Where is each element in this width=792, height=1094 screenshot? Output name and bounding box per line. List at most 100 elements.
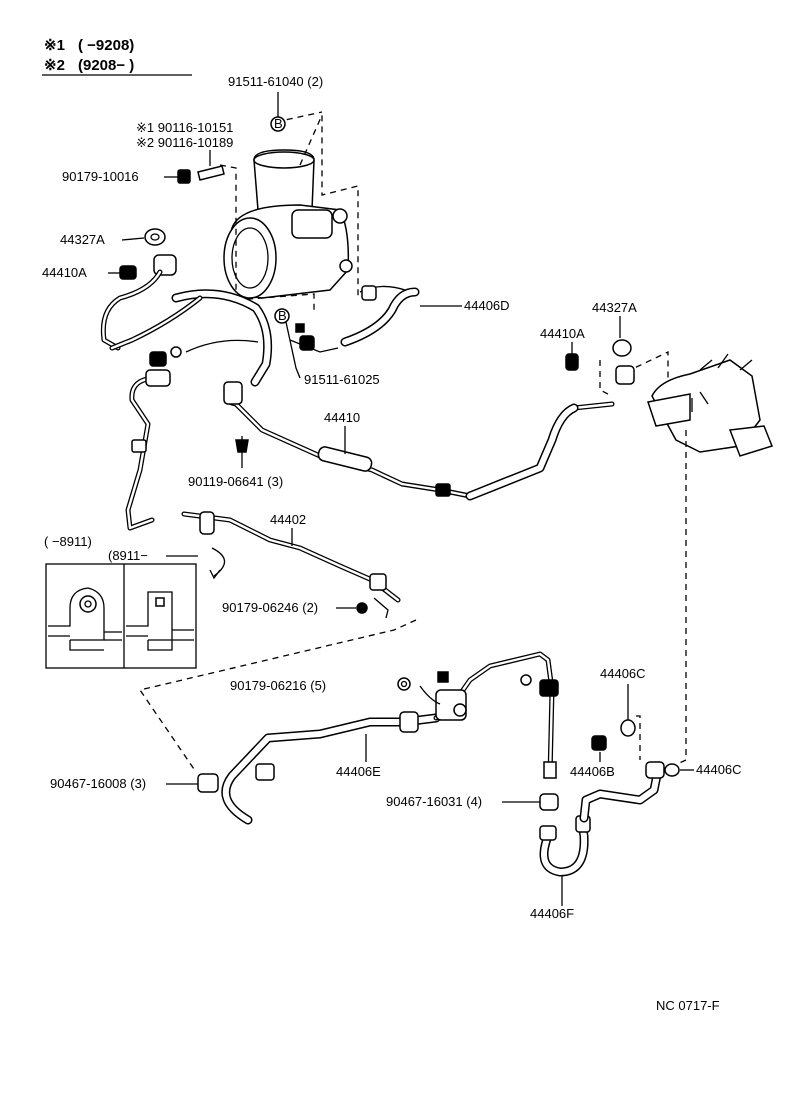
label-44406c-right: 44406C (696, 762, 742, 777)
pressure-tube-44410: 44410 (223, 381, 615, 501)
inset-range-right: (8911− (108, 548, 148, 563)
gear-boot (728, 425, 773, 457)
label-90467-16008: 90467-16008 (3) (50, 776, 146, 791)
tube-to-44406c-inner (581, 767, 661, 821)
tube-44406e-grommet (399, 711, 419, 733)
tube-to-clamp-inner (110, 296, 202, 350)
label-44406d: 44406D (464, 298, 510, 313)
hose-44406d-inner (342, 289, 418, 345)
legend-mark-1: ※1 (44, 37, 65, 54)
joint-nut (295, 323, 305, 333)
bolt-leader-dash (275, 111, 323, 123)
tube-end-44406e (543, 761, 557, 779)
legend-range-2: (9208− ) (78, 57, 134, 74)
fitting-44406b-part (591, 735, 607, 751)
clip-44406c-top (620, 719, 636, 737)
label-90467-16031: 90467-16031 (4) (386, 794, 482, 809)
upper-clamp-nut (520, 674, 532, 686)
pump-pressure-tube-inner (102, 270, 162, 350)
bolt-91511-61040: B 91511-61040 (2) (228, 74, 323, 132)
steering-gear (647, 353, 773, 771)
bolt-b-letter-2: B (278, 308, 287, 323)
return-tube-left (125, 369, 171, 531)
label-44406f: 44406F (530, 906, 574, 921)
clamp-90467-16031 (539, 793, 559, 811)
inset-left-tube (104, 631, 122, 641)
washer-hole (150, 233, 160, 241)
power-steering-pump (219, 111, 359, 310)
legend-range-1: ( −9208) (78, 37, 134, 54)
label-44410: 44410 (324, 410, 360, 425)
bolt-90119-head (235, 439, 249, 453)
cooler-tube-44406e: 44406E (221, 651, 559, 825)
leader-44327a-left (121, 237, 145, 241)
fitting-44406b: 44406B (570, 735, 615, 779)
bolt-91511-61025: B 91511-61025 (274, 308, 380, 387)
tube-44402-clamp (199, 511, 215, 535)
clamp-detail-inset: ( −8911) (8911− (44, 534, 198, 669)
legend-mark-2: ※2 (44, 57, 65, 74)
inset-left-clamp (48, 587, 105, 641)
applicability-legend: ※1 ( −9208) ※2 (9208− ) (42, 37, 192, 76)
right-fitting-dash (599, 350, 669, 397)
label-90116-10189: ※2 90116-10189 (136, 135, 233, 150)
gear-valve-body (647, 393, 691, 427)
label-91511-61040: 91511-61040 (2) (228, 74, 323, 89)
left-tube-union (145, 369, 171, 387)
tube-44402: 44402 (181, 511, 401, 603)
nut-90179-06216 (397, 677, 411, 691)
tube-44406e-clamp (255, 763, 275, 781)
label-44327a-right: 44327A (592, 300, 637, 315)
tube-clip-bolt (170, 346, 182, 358)
label-44406b: 44406B (570, 764, 615, 779)
inset-right-clamp (126, 591, 173, 641)
label-44406c-top: 44406C (600, 666, 646, 681)
upper-clamp (539, 679, 559, 697)
inset-link-dash (138, 619, 417, 773)
label-90179-10016: 90179-10016 (62, 169, 139, 184)
inset-range-left: ( −8911) (44, 534, 92, 549)
tube-44410-fitting (223, 381, 243, 405)
washer-44327a-left (144, 228, 166, 246)
label-44410a-left: 44410A (42, 265, 87, 280)
inset-left-base (69, 640, 104, 651)
label-44327a-left: 44327A (60, 232, 105, 247)
pump-mount-ear (332, 208, 348, 224)
tube-44402-end (373, 597, 389, 619)
union-bolt-44410a-right (565, 353, 579, 371)
tube-44410-clamp (435, 483, 451, 497)
pressure-hose-inner (173, 290, 271, 385)
clip-44406c-right (664, 763, 680, 777)
label-44410a-right: 44410A (540, 326, 585, 341)
clamp-90467-16008 (197, 773, 219, 793)
nut-90179-06246 (356, 602, 368, 614)
hose-44406f-inner (541, 821, 588, 875)
left-return-tube-inner (126, 376, 160, 530)
right-fitting (615, 365, 635, 385)
rotation-arrow-head (209, 569, 221, 580)
tube-to-clamp (109, 295, 203, 351)
inset-right-hole (155, 597, 165, 607)
gear-to-44406c-dash (663, 430, 687, 771)
nut-90179-10016 (177, 169, 191, 184)
inset-frame (45, 563, 197, 669)
label-44406e: 44406E (336, 764, 381, 779)
stud-bolt (197, 150, 225, 181)
inset-right-tube (147, 629, 194, 651)
clamp-44406d (361, 285, 377, 301)
cooler-nut (437, 671, 449, 683)
tube-44402-fitting (369, 573, 387, 591)
reservoir-cap (253, 151, 315, 169)
dash-44406c-top (636, 715, 641, 760)
label-90179-06216: 90179-06216 (5) (230, 678, 326, 693)
inset-left-bolt (79, 595, 97, 613)
pump-outlet-boss (291, 209, 333, 239)
label-44402: 44402 (270, 512, 306, 527)
leader-91511-61025 (285, 321, 301, 379)
hose-44406f: 44406F (530, 815, 591, 921)
tube-44410-damper (317, 446, 373, 472)
gear-ports (699, 353, 753, 371)
stud-body (197, 165, 225, 181)
